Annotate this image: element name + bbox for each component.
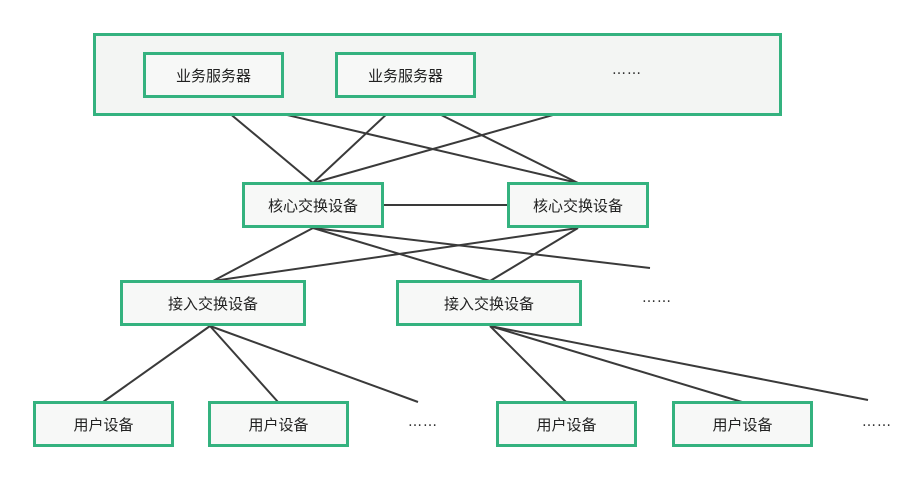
service-server-node: 业务服务器	[143, 52, 284, 98]
access-switch-node: 接入交换设备	[120, 280, 306, 326]
core-switch-label: 核心交换设备	[267, 196, 358, 215]
user-device-label: 用户设备	[73, 415, 134, 434]
user-device-node: 用户设备	[672, 401, 813, 447]
more-users-ellipsis-right: ……	[862, 414, 892, 430]
link-core2-access2	[489, 227, 579, 282]
link-core2-access1	[212, 227, 579, 282]
link-access1-user2	[209, 325, 279, 403]
user-device-label: 用户设备	[248, 415, 309, 434]
user-device-label: 用户设备	[536, 415, 597, 434]
link-access1-user1	[102, 325, 211, 403]
service-server-label: 业务服务器	[367, 66, 443, 85]
more-users-ellipsis-left: ……	[408, 414, 438, 430]
access-switch-label: 接入交换设备	[167, 294, 258, 313]
more-servers-ellipsis: ……	[612, 62, 642, 78]
link-access2-user3	[489, 325, 567, 403]
more-access-ellipsis: ……	[642, 290, 672, 306]
service-server-node: 业务服务器	[335, 52, 476, 98]
user-device-node: 用户设备	[208, 401, 349, 447]
core-switch-node: 核心交换设备	[242, 182, 384, 228]
access-switch-label: 接入交换设备	[443, 294, 534, 313]
user-device-node: 用户设备	[496, 401, 637, 447]
link-access2-user4	[489, 325, 743, 403]
user-device-node: 用户设备	[33, 401, 174, 447]
link-access2-more	[489, 325, 869, 401]
link-core1-access1	[212, 227, 314, 282]
user-device-label: 用户设备	[712, 415, 773, 434]
link-access1-more	[209, 325, 419, 403]
core-switch-label: 核心交换设备	[532, 196, 623, 215]
link-core1-more	[312, 227, 651, 269]
core-switch-node: 核心交换设备	[507, 182, 649, 228]
service-server-label: 业务服务器	[175, 66, 251, 85]
access-switch-node: 接入交换设备	[396, 280, 582, 326]
